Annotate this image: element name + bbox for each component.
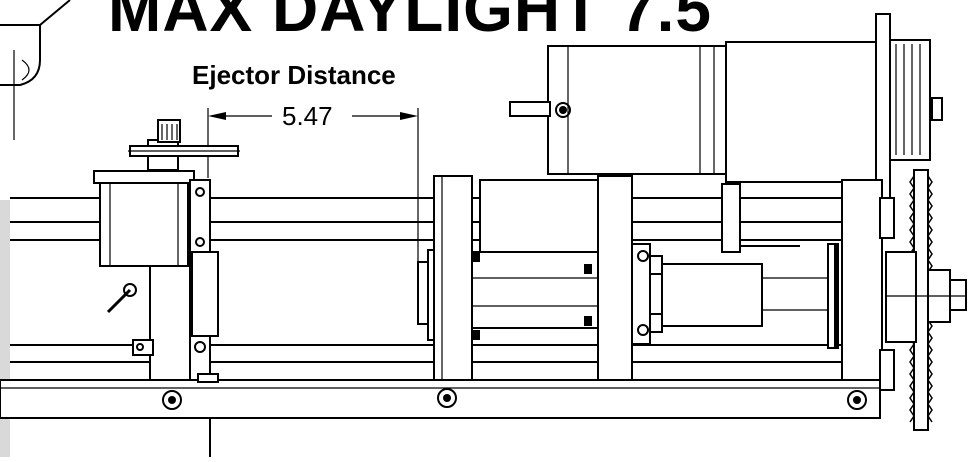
sprocket [885, 169, 967, 431]
drive-motor [509, 13, 891, 235]
base-bolt-middle [437, 388, 457, 408]
base-rail [0, 379, 881, 419]
gearbox-fins [890, 39, 943, 161]
left-edge-shade [0, 200, 10, 457]
ejector-plate [417, 175, 473, 381]
cylinder-body [471, 179, 599, 340]
hydraulic-cylinder [661, 243, 839, 349]
dimension-arrow-right [352, 112, 418, 120]
right-end-plate [841, 179, 895, 391]
dimension-value: 5.47 [282, 101, 333, 131]
dimension-arrow-left [208, 112, 272, 120]
right-guide-block [721, 183, 800, 253]
left-motor-assembly [93, 119, 240, 383]
middle-plate [597, 175, 663, 381]
dimension-label: Ejector Distance [192, 60, 396, 90]
base-bolt-right [847, 390, 867, 410]
drawing-title: MAX DAYLIGHT 7.5 [108, 0, 712, 45]
base-bolt-left [162, 390, 182, 410]
corner-bracket [0, 0, 71, 140]
